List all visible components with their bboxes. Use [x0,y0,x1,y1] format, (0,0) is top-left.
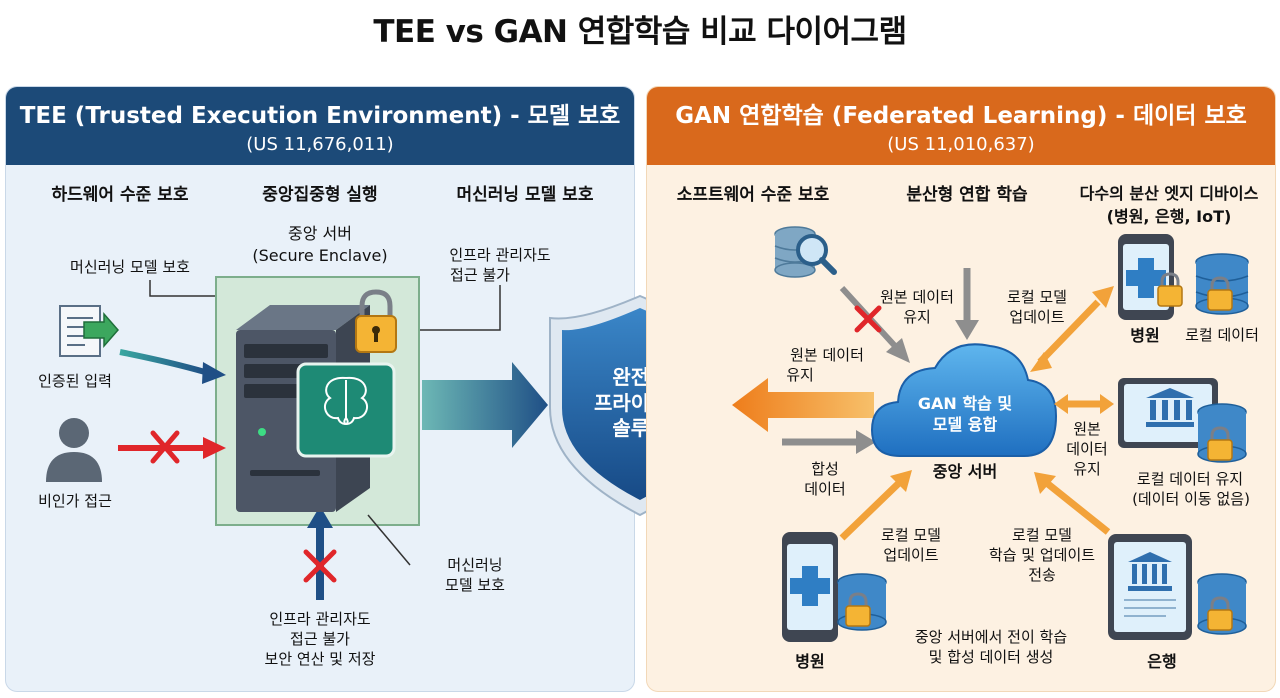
label-infra-top-1: 인프라 관리자도 [449,246,551,264]
label-infra-top-2: 접근 불가 [450,266,510,284]
enclave-to-shield-arrow [422,362,548,448]
block-x-icon-gan [854,305,882,333]
local-update-b-label-2: 업데이트 [883,546,939,564]
ml-model-icon [296,362,396,458]
tee-header: TEE (Trusted Execution Environment) - 모델… [6,87,634,165]
tr-double-arrow [1037,299,1101,365]
raw-right-label-1: 원본 [1073,420,1101,438]
server-icon [236,305,370,512]
label-ml-protect-bottom-2: 모델 보호 [445,576,505,594]
transfer-label-2: 및 합성 데이터 생성 [928,648,1054,666]
label-ml-protect-top: 머신러닝 모델 보호 [70,258,190,276]
leader-line-infra [420,285,501,331]
cloud-line-2: 모델 융합 [932,414,998,434]
page-title: TEE vs GAN 연합학습 비교 다이어그램 [373,14,907,50]
raw-left-label-1: 원본 데이터 [790,346,864,364]
transfer-label-1: 중앙 서버에서 전이 학습 [914,628,1068,646]
tee-header-title: TEE (Trusted Execution Environment) - 모델… [19,103,621,129]
label-ml-protect-bottom-1: 머신러닝 [447,556,503,574]
gan-header: GAN 연합학습 (Federated Learning) - 데이터 보호 (… [647,87,1275,165]
database-lock-icon-bl [837,573,887,631]
synthetic-label-1: 합성 [811,460,839,478]
local-train-label-3: 전송 [1028,566,1056,584]
tee-section-central: 중앙집중형 실행 [262,185,378,205]
tee-section-ml-protect: 머신러닝 모델 보호 [456,185,594,205]
label-infra-bottom-2: 접근 불가 [290,630,350,648]
hospital-label-tr: 병원 [1130,326,1160,345]
server-subtitle: (Secure Enclave) [252,246,388,265]
bl-up-arrow [839,479,903,541]
label-unauth-access: 비인가 접근 [38,492,112,510]
gan-patent-number: (US 11,010,637) [887,134,1035,155]
local-update-label-2: 업데이트 [1009,308,1065,326]
gan-devices-title: 다수의 분산 엣지 디바이스 [1079,184,1259,203]
synthetic-label-2: 데이터 [804,480,846,498]
local-keep-label-2: (데이터 이동 없음) [1132,490,1250,508]
bank-label-bottom: 은행 [1147,652,1177,671]
raw-keep-label-1: 원본 데이터 [880,288,954,306]
local-data-label-tr: 로컬 데이터 [1185,326,1259,344]
gan-header-title: GAN 연합학습 (Federated Learning) - 데이터 보호 [675,103,1247,129]
central-server-label: 중앙 서버 [932,462,998,481]
block-x-icon-bottom [303,549,337,583]
document-icon [59,305,119,357]
cloud-label: GAN 학습 및 모델 융합 [880,394,1050,436]
label-auth-input: 인증된 입력 [38,372,112,390]
raw-right-label-2: 데이터 [1066,440,1108,458]
database-lock-icon-right [1197,403,1247,463]
local-keep-label-1: 로컬 데이터 유지 [1136,470,1244,488]
auth-input-arrow [119,349,206,375]
phone-medical-icon-tr [1118,234,1174,320]
leader-line-ml-bottom [367,514,411,566]
br-up-arrow [1045,481,1111,535]
cloud-line-1: GAN 학습 및 [917,394,1013,413]
label-infra-bottom-3: 보안 연산 및 저장 [264,650,376,668]
raw-keep-label-2: 유지 [903,308,931,326]
tee-patent-number: (US 11,676,011) [246,134,394,155]
tablet-bank-icon-br [1108,534,1192,640]
database-search-icon [774,226,837,278]
tablet-bank-icon-right [1118,378,1218,448]
local-update-b-label-1: 로컬 모델 [881,526,941,544]
gan-devices-subtitle: (병원, 은행, IoT) [1106,207,1232,226]
leader-line-ml-protect [149,280,215,297]
cloud-icon [870,343,1058,457]
block-x-icon-left [150,430,180,464]
gan-section-software: 소프트웨어 수준 보호 [676,185,830,205]
local-train-label-1: 로컬 모델 [1012,526,1072,544]
label-infra-bottom-1: 인프라 관리자도 [269,610,371,628]
raw-data-orange-arrow [732,378,874,432]
database-lock-icon-br [1197,573,1247,635]
gan-section-distributed: 분산형 연합 학습 [906,185,1028,205]
server-title: 중앙 서버 [288,224,352,243]
lock-icon-server [355,289,397,353]
raw-right-label-3: 유지 [1073,460,1101,478]
tee-section-hardware: 하드웨어 수준 보호 [51,185,189,205]
local-update-label-1: 로컬 모델 [1007,288,1067,306]
database-lock-icon-tr [1157,253,1249,315]
raw-left-label-2: 유지 [786,366,814,384]
local-train-label-2: 학습 및 업데이트 [988,546,1096,564]
hospital-label-bottom: 병원 [795,652,825,671]
user-icon [46,418,102,482]
phone-medical-icon-bl [782,532,838,642]
